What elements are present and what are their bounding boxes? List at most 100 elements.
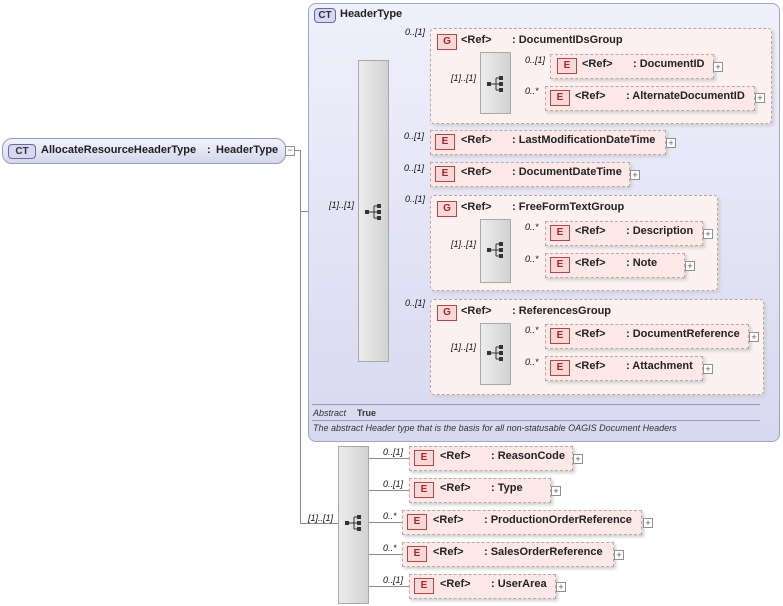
expand-icon[interactable]: +	[685, 261, 695, 271]
element-sales-order-reference[interactable]	[402, 542, 614, 567]
root-type-separator: :	[207, 144, 211, 156]
ref-label: <Ref>	[433, 546, 464, 558]
expand-icon[interactable]: +	[630, 170, 640, 180]
element-name: : Description	[626, 225, 694, 237]
ref-label: <Ref>	[575, 328, 606, 340]
sequence-icon	[365, 204, 381, 220]
element-name: : DocumentDateTime	[512, 166, 622, 178]
element-description[interactable]	[545, 221, 703, 246]
expand-icon[interactable]: +	[573, 454, 583, 464]
abstract-label: Abstract	[313, 408, 347, 418]
element-production-order-reference[interactable]	[402, 510, 642, 535]
ref-label: <Ref>	[575, 90, 606, 102]
element-document-date-time[interactable]	[430, 162, 630, 187]
connector	[367, 522, 402, 523]
connector	[367, 554, 402, 555]
expand-icon[interactable]: +	[749, 332, 759, 342]
cardinality: [1]..[1]	[451, 239, 477, 249]
cardinality: 0..*	[383, 543, 397, 553]
ref-label: <Ref>	[461, 166, 492, 178]
collapse-icon[interactable]: −	[285, 146, 295, 156]
cardinality: 0..*	[525, 325, 539, 335]
ref-label: <Ref>	[575, 360, 606, 372]
element-last-modification-date-time[interactable]	[430, 130, 666, 155]
sequence-icon	[345, 515, 361, 531]
connector	[300, 150, 301, 524]
expand-icon[interactable]: +	[643, 518, 653, 528]
element-alternate-document-id[interactable]	[545, 86, 755, 111]
expand-icon[interactable]: +	[556, 582, 566, 592]
element-name: : Type	[491, 482, 523, 494]
cardinality: 0..[1]	[383, 575, 404, 585]
element-name: : Note	[626, 257, 658, 269]
element-name: : ReasonCode	[491, 450, 565, 462]
root-type: HeaderType	[216, 144, 279, 156]
connector	[300, 523, 338, 524]
cardinality: 0..[1]	[383, 447, 404, 457]
cardinality: 0..[1]	[404, 131, 425, 141]
abstract-value: True	[357, 408, 377, 418]
element-name: : LastModificationDateTime	[512, 134, 656, 146]
cardinality: 0..*	[525, 357, 539, 367]
cardinality: 0..*	[525, 222, 539, 232]
element-name: : ProductionOrderReference	[484, 514, 632, 526]
ref-label: <Ref>	[575, 225, 606, 237]
element-icon: E	[550, 257, 570, 273]
cardinality: 0..*	[525, 86, 539, 96]
group-icon: G	[437, 34, 457, 50]
element-name: : DocumentReference	[626, 328, 740, 340]
cardinality: [1]..[1]	[308, 513, 334, 523]
element-name: : AlternateDocumentID	[626, 90, 745, 102]
ref-label: <Ref>	[461, 201, 492, 213]
expand-icon[interactable]: +	[713, 62, 723, 72]
ref-label: <Ref>	[575, 257, 606, 269]
sequence-icon	[487, 242, 503, 258]
sequence-compositor[interactable]	[480, 219, 511, 283]
ref-label: <Ref>	[461, 34, 492, 46]
element-icon: E	[550, 225, 570, 241]
complex-type-icon: CT	[8, 144, 36, 159]
cardinality: [1]..[1]	[451, 342, 477, 352]
expand-icon[interactable]: +	[614, 550, 624, 560]
cardinality: 0..[1]	[383, 479, 404, 489]
element-document-reference[interactable]	[545, 324, 749, 349]
connector	[367, 458, 409, 459]
element-reason-code[interactable]	[409, 446, 573, 471]
element-icon: E	[435, 134, 455, 150]
documentation: The abstract Header type that is the bas…	[313, 423, 677, 433]
element-document-id[interactable]	[550, 54, 714, 79]
complex-type-icon: CT	[314, 8, 336, 23]
expand-icon[interactable]: +	[551, 486, 561, 496]
connector	[367, 490, 409, 491]
element-icon: E	[550, 328, 570, 344]
ref-label: <Ref>	[461, 305, 492, 317]
element-icon: E	[414, 482, 434, 498]
connector	[293, 150, 301, 151]
cardinality: 0..[1]	[525, 55, 546, 65]
cardinality: 0..[1]	[404, 163, 425, 173]
group-name: : FreeFormTextGroup	[512, 201, 625, 213]
sequence-icon	[487, 345, 503, 361]
divider	[312, 404, 760, 405]
ref-label: <Ref>	[440, 482, 471, 494]
ref-label: <Ref>	[433, 514, 464, 526]
element-name: : DocumentID	[633, 58, 705, 70]
expand-icon[interactable]: +	[666, 138, 676, 148]
element-name: : Attachment	[626, 360, 693, 372]
element-name: : SalesOrderReference	[484, 546, 603, 558]
connector	[367, 586, 409, 587]
cardinality: 0..[1]	[405, 194, 426, 204]
element-attachment[interactable]	[545, 356, 703, 381]
root-complex-type[interactable]: CT AllocateResourceHeaderType : HeaderTy…	[2, 138, 286, 164]
cardinality: 0..[1]	[405, 27, 426, 37]
group-icon: G	[437, 305, 457, 321]
expand-icon[interactable]: +	[703, 364, 713, 374]
sequence-compositor[interactable]	[480, 323, 511, 385]
cardinality: 0..[1]	[405, 298, 426, 308]
divider	[312, 420, 760, 421]
expand-icon[interactable]: +	[703, 229, 713, 239]
ref-label: <Ref>	[440, 450, 471, 462]
element-icon: E	[550, 360, 570, 376]
element-icon: E	[550, 90, 570, 106]
expand-icon[interactable]: +	[755, 93, 765, 103]
